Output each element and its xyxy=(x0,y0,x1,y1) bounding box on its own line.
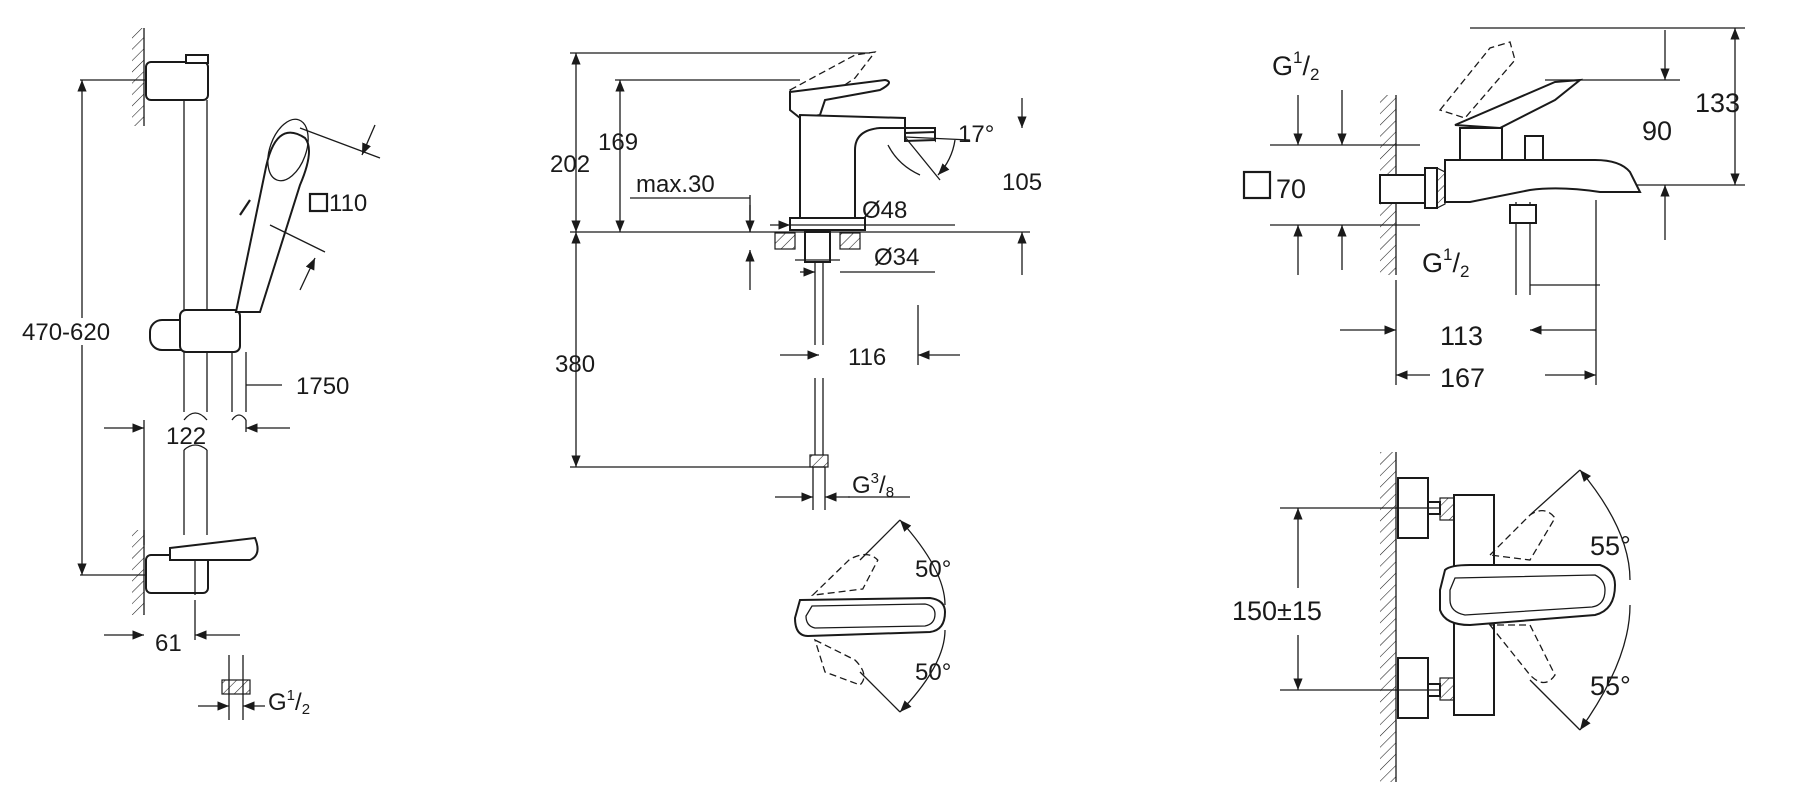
bath-lever xyxy=(1454,78,1584,130)
dim-90-label: 90 xyxy=(1642,116,1672,146)
centers-label: 150±15 xyxy=(1232,596,1322,626)
dim-167-label: 167 xyxy=(1440,363,1485,393)
hose-length-label: 1750 xyxy=(296,373,349,400)
bath-body xyxy=(1444,159,1642,203)
dim-113-label: 113 xyxy=(1440,321,1483,351)
escutcheon-square-symbol xyxy=(1242,170,1272,200)
spout-height-label: 169 xyxy=(598,129,638,156)
basin-thread-label: G3/8 xyxy=(852,470,894,501)
dim-133-label: 133 xyxy=(1695,88,1740,118)
lever-angle-top-label: 50° xyxy=(915,556,951,583)
wall-hatch-top xyxy=(132,28,144,126)
bath-lever-front xyxy=(1439,564,1617,627)
wall-hatch-bottom xyxy=(132,530,144,615)
rail-height-label: 470-620 xyxy=(22,319,110,346)
max-thickness-label: max.30 xyxy=(636,171,715,198)
hole-diameter-label: Ø34 xyxy=(874,244,919,271)
width-label: 122 xyxy=(166,423,206,450)
spout-reach-label: 105 xyxy=(1002,169,1042,196)
thread-label: G1/2 xyxy=(268,687,310,718)
hand-shower xyxy=(234,131,310,313)
top-bracket xyxy=(145,61,209,101)
hose-offset-label: 116 xyxy=(848,344,886,371)
handshower-size-label: 110 xyxy=(329,190,367,217)
basin-mixer-drawing xyxy=(570,51,1030,713)
body-diameter-label: Ø48 xyxy=(862,197,907,224)
depth-label: 61 xyxy=(155,630,182,657)
square-symbol xyxy=(308,192,329,213)
total-height-label: 202 xyxy=(550,151,590,178)
basin-hose-length-label: 380 xyxy=(555,351,595,378)
inlet-thread-label: G1/2 xyxy=(1272,48,1319,84)
basin-lever xyxy=(789,78,890,120)
spout-angle-label: 17° xyxy=(958,121,994,148)
bath-mixer-drawing xyxy=(1270,27,1745,782)
bath-wall-hatch-front xyxy=(1380,452,1396,782)
bath-lever-angle-top-label: 55° xyxy=(1590,531,1631,561)
bath-lever-angle-bottom-label: 55° xyxy=(1590,671,1631,701)
lever-angle-bottom-label: 50° xyxy=(915,659,951,686)
shower-set-drawing xyxy=(77,28,381,720)
escutcheon-size-label: 70 xyxy=(1276,174,1306,204)
outlet-thread-label: G1/2 xyxy=(1422,245,1469,281)
